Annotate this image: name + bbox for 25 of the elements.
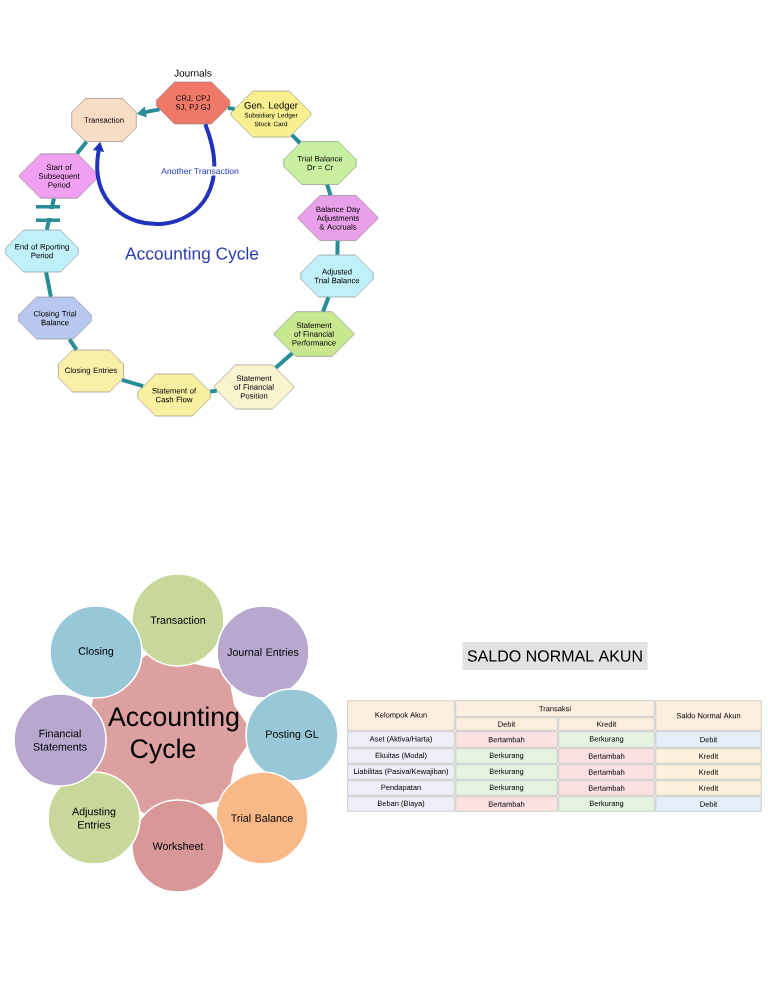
circle-node: Closing — [49, 605, 143, 699]
connector — [335, 240, 340, 255]
connector — [121, 378, 144, 388]
connector — [274, 351, 294, 370]
circle-node: Transaction — [131, 573, 225, 667]
heading-text: Journals — [174, 69, 212, 77]
circle-node: Adjusting Entries — [47, 771, 141, 865]
connector — [227, 105, 235, 111]
circle-node: Journal Entries — [216, 605, 310, 699]
connector — [92, 123, 216, 226]
circle-node: Posting GL — [245, 688, 339, 782]
edge-label: Another Transaction — [159, 166, 241, 176]
title-banner: SALDO NORMAL AKUN — [462, 642, 648, 670]
circle-node: Worksheet — [131, 799, 225, 893]
connector — [75, 140, 89, 155]
connector — [44, 271, 53, 298]
connector — [290, 133, 302, 145]
connector — [44, 198, 56, 231]
circle-node: Financial Statements — [13, 693, 107, 787]
connector — [210, 388, 217, 394]
connector — [321, 296, 331, 313]
circle-node: Trial Balance — [215, 771, 309, 865]
connector — [325, 184, 333, 196]
connector — [67, 338, 79, 351]
cycle-label: Accounting Cycle — [125, 246, 259, 264]
